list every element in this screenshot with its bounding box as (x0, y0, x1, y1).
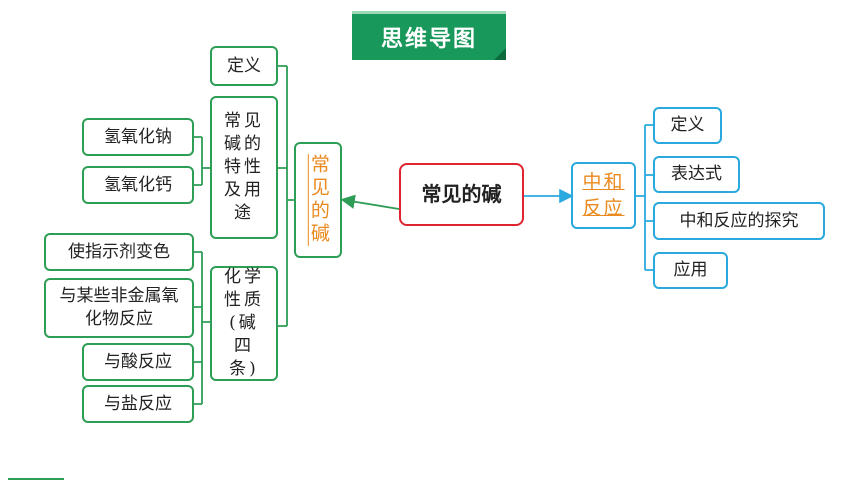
item-label: 氢氧化钠 (104, 126, 172, 147)
right-item: 定义 (653, 107, 722, 144)
item-label: 使指示剂变色 (68, 241, 170, 262)
bracket-chemical (194, 251, 210, 405)
bracket-left-main (278, 65, 294, 327)
banner-top-strip (352, 11, 506, 14)
definition-label: 定义 (227, 55, 261, 76)
item-label: 与酸反应 (104, 351, 172, 372)
item-label: 中和反应的探究 (679, 210, 799, 231)
properties-node: 常见碱的特性及用途 (210, 96, 278, 239)
banner-title: 思维导图 (352, 11, 507, 60)
bracket-properties (194, 136, 210, 186)
banner-fold-shadow (494, 48, 506, 60)
center-node: 常见的碱 (399, 163, 524, 226)
properties-item: 氢氧化钙 (82, 166, 194, 204)
chemical-item: 使指示剂变色 (44, 233, 194, 271)
properties-item: 氢氧化钠 (82, 118, 194, 156)
right-item: 中和反应的探究 (653, 202, 825, 240)
chemical-item: 与盐反应 (82, 385, 194, 423)
right-branch-label: 中和反应 (582, 170, 625, 219)
chemical-label: 化学性质(碱四条) (224, 267, 264, 379)
bracket-right (636, 124, 653, 271)
chemical-item: 与酸反应 (82, 343, 194, 381)
item-label: 氢氧化钙 (104, 174, 172, 195)
item-label: 定义 (670, 115, 705, 136)
center-node-label: 常见的碱 (421, 182, 502, 206)
banner-title-text: 思维导图 (380, 27, 477, 52)
left-branch-node: 常见的碱 (294, 142, 342, 258)
chemical-node: 化学性质(碱四条) (210, 266, 278, 381)
definition-node: 定义 (210, 46, 278, 86)
right-item: 应用 (653, 252, 728, 289)
right-branch-node: 中和反应 (571, 162, 636, 229)
chemical-item: 与某些非金属氧化物反应 (44, 278, 194, 338)
right-item: 表达式 (653, 156, 740, 193)
item-label: 表达式 (671, 164, 722, 185)
item-label: 与盐反应 (104, 393, 172, 414)
connector-center-left (340, 194, 400, 210)
item-label: 应用 (673, 260, 708, 281)
item-label: 与某些非金属氧化物反应 (59, 286, 179, 329)
left-branch-label: 常见的碱 (307, 154, 330, 246)
properties-label: 常见碱的特性及用途 (224, 111, 264, 223)
footer-divider (8, 478, 64, 480)
